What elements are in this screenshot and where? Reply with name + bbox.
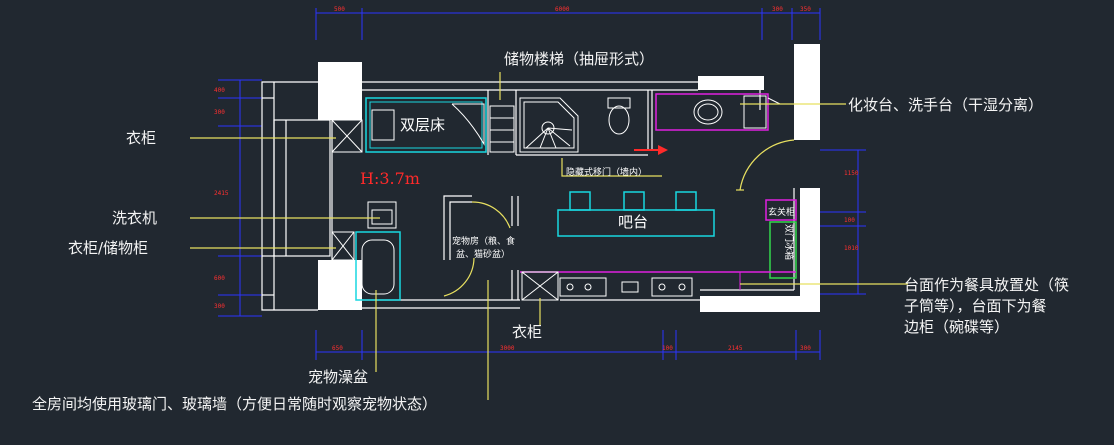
label-wardrobe-storage: 衣柜/储物柜 [68,239,148,257]
toilet [607,97,631,135]
wardrobe-boxes [331,119,559,301]
dim-bottom-3: 100 [662,345,673,352]
storage-stairs [489,105,515,153]
walls [261,44,820,312]
dim-left-2: 300 [214,109,225,116]
label-counter-2: 子筒等），台面下为餐 [904,297,1047,315]
dim-left-4: 600 [214,275,225,282]
dim-bottom-1: 650 [332,345,343,352]
entry-door [736,139,795,191]
kitchen-counter [520,271,796,297]
pillow [371,109,395,141]
label-wardrobe-left: 衣柜 [126,129,156,147]
label-counter-1: 台面作为餐具放置处（筷 [904,276,1069,294]
label-sliding-door: 隐藏式移门（墙内） [566,166,647,178]
dim-left-3: 2415 [214,190,229,197]
dim-left-1: 400 [214,87,225,94]
label-wardrobe-bottom: 衣柜 [512,323,542,341]
dim-top-3: 300 [772,6,783,13]
dim-top-1: 500 [334,6,345,13]
label-bar: 吧台 [618,213,648,231]
label-loft-bed: 双层床 [400,116,445,134]
furniture [331,93,797,301]
pet-room-door [443,201,511,297]
dim-right-1: 1150 [844,170,859,177]
dimension-lines [218,8,866,360]
fridge [769,221,797,279]
pet-bath-tub [355,231,401,301]
label-counter-3: 边柜（碗碟等） [904,318,1009,336]
label-pet-room-1: 宠物房（粮、食 [452,235,515,247]
dim-left-5: 300 [214,303,225,310]
dim-top-4: 350 [800,6,811,13]
leader-lines [190,72,908,400]
dimension-texts: 500 6000 300 350 400 300 2415 600 300 11… [214,6,859,352]
loft-bed [365,97,487,153]
dim-top-2: 6000 [555,6,570,13]
label-fridge: 双门冰箱 [783,224,795,260]
dim-right-2: 100 [844,217,855,224]
dim-bottom-5: 300 [800,345,811,352]
dim-bottom-4: 2145 [728,345,743,352]
washing-machine [367,201,397,229]
bar-counter [557,191,715,237]
sliding-door-arrow [634,145,668,155]
label-glass-note: 全房间均使用玻璃门、玻璃墙（方便日常随时观察宠物状态） [32,395,437,413]
dim-bottom-2: 3000 [500,345,515,352]
label-washer: 洗衣机 [112,209,157,227]
label-shoe-cabinet: 玄关柜 [768,206,795,218]
shower [519,97,579,153]
label-vanity: 化妆台、洗手台（干湿分离） [848,96,1043,114]
annotation-labels: 储物楼梯（抽屉形式） 化妆台、洗手台（干湿分离） 衣柜 洗衣机 衣柜/储物柜 台… [32,50,1069,413]
label-pet-room-2: 盆、猫砂盆） [456,248,510,260]
label-height: H:3.7m [360,169,420,188]
dim-right-3: 1010 [844,245,859,252]
vanity [655,93,769,131]
room-labels: 双层床 H:3.7m 吧台 隐藏式移门（墙内） 宠物房（粮、食 盆、猫砂盆） 玄… [360,116,795,260]
label-storage-stairs: 储物楼梯（抽屉形式） [504,50,654,68]
shoe-cabinet [765,199,797,221]
label-pet-tub: 宠物澡盆 [308,368,368,386]
